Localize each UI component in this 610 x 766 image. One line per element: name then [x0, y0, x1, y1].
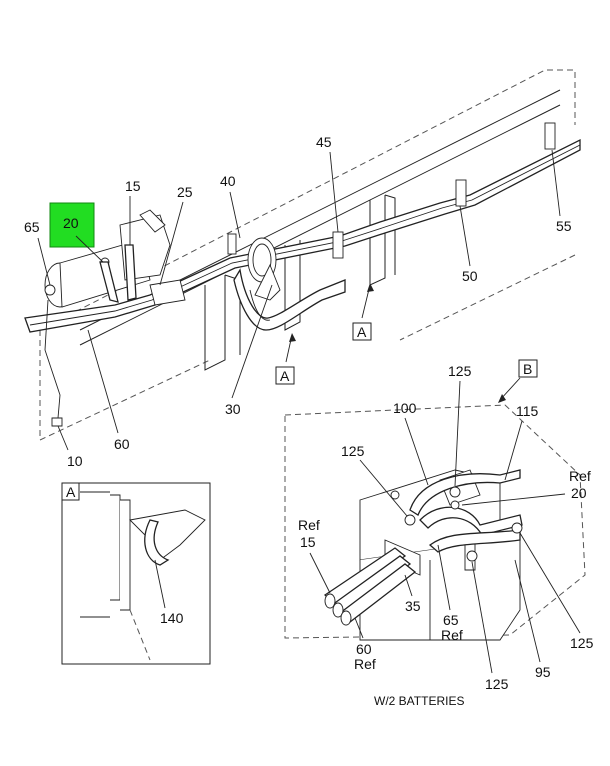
callout-b-100: 100	[393, 400, 417, 416]
callout-55: 55	[556, 218, 572, 234]
callout-40: 40	[220, 173, 236, 189]
callout-20: 20	[63, 215, 79, 231]
ref-15: Ref	[298, 517, 320, 533]
callout-30: 30	[225, 401, 241, 417]
callout-b-35: 35	[405, 598, 421, 614]
callout-50: 50	[462, 268, 478, 284]
ref-60: Ref	[354, 656, 376, 672]
ref-20: Ref	[569, 468, 591, 484]
callout-25: 25	[177, 184, 193, 200]
callout-45: 45	[316, 134, 332, 150]
callout-b-15: 15	[300, 534, 316, 550]
tube-loop-30	[254, 263, 281, 301]
callout-b-60: 60	[356, 641, 372, 657]
highlight-callout-20	[49, 202, 95, 248]
detail-b-box	[518, 359, 538, 378]
view-a-box-1	[275, 366, 295, 385]
tube-bundle	[24, 138, 581, 333]
callout-65: 65	[24, 219, 40, 235]
callout-60: 60	[114, 436, 130, 452]
detail-b: B 125 100 115 125	[284, 359, 594, 692]
callout-b-65: 65	[443, 612, 459, 628]
callout-b-125-bottom: 125	[485, 676, 509, 692]
callout-10: 10	[67, 453, 83, 469]
crossmembers	[204, 194, 396, 371]
callout-b-125-right: 125	[570, 635, 594, 651]
caption-batteries: W/2 BATTERIES	[374, 694, 464, 708]
callout-b-125-top: 125	[448, 363, 472, 379]
callout-140: 140	[160, 610, 184, 626]
view-a-label-1: A	[280, 368, 290, 384]
callout-b-20: 20	[571, 485, 587, 501]
view-a-label-2: A	[357, 324, 367, 340]
view-a-box-2	[352, 322, 372, 341]
callout-15: 15	[125, 178, 141, 194]
detail-a-label: A	[66, 484, 76, 500]
callout-b-95: 95	[535, 664, 551, 680]
detail-b-label: B	[523, 361, 532, 377]
ref-65: Ref	[441, 627, 463, 643]
main-callouts: 20 65 15 25 40 45 50 55 60 10 30 A A	[24, 134, 572, 469]
callout-b-125-left: 125	[341, 443, 365, 459]
detail-a: A 140	[61, 482, 211, 665]
starter-assembly	[44, 209, 171, 427]
callout-b-115: 115	[516, 403, 539, 419]
